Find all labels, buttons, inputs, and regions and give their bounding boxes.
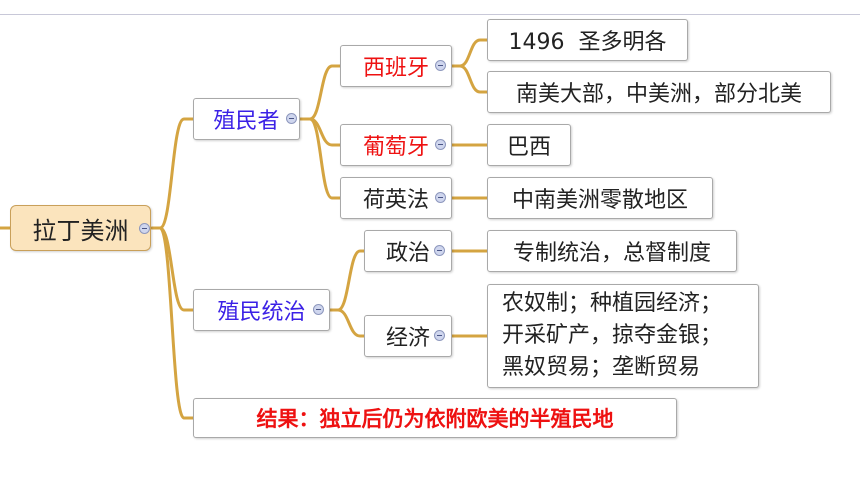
spain-label: 西班牙 (362, 56, 429, 81)
brazil-text: 巴西 (506, 135, 551, 160)
collapse-others-icon[interactable] (435, 192, 446, 203)
others-areas-text: 中南美洲零散地区 (511, 188, 688, 213)
economy-detail-line-2: 开采矿产，掠夺金银； (502, 323, 723, 348)
collapse-spain-icon[interactable] (435, 60, 446, 71)
rule-label: 殖民统治 (217, 300, 306, 325)
result-node[interactable]: 结果：独立后仍为依附欧美的半殖民地 (193, 398, 677, 438)
economy-detail-node[interactable]: 农奴制；种植园经济； 开采矿产，掠夺金银； 黑奴贸易；垄断贸易 (487, 284, 759, 388)
economy-detail-line-1: 农奴制；种植园经济； (502, 291, 723, 316)
collapse-colonizers-icon[interactable] (286, 113, 297, 124)
collapse-root-icon[interactable] (139, 223, 150, 234)
portugal-node[interactable]: 葡萄牙 (340, 124, 452, 166)
root-node[interactable]: 拉丁美洲 (10, 205, 151, 251)
root-label: 拉丁美洲 (32, 216, 129, 245)
politics-detail-node[interactable]: 专制统治，总督制度 (487, 230, 737, 272)
connector-spain-year (450, 38, 489, 68)
connector-spain-areas (458, 64, 489, 94)
others-node[interactable]: 荷英法 (340, 177, 452, 219)
spain-year-place-node[interactable]: 1496 圣多明各 (487, 19, 688, 61)
connector-rule-politics (328, 249, 366, 312)
others-label: 荷英法 (362, 188, 429, 213)
collapse-politics-icon[interactable] (434, 245, 445, 256)
colonizers-label: 殖民者 (213, 109, 280, 134)
spain-node[interactable]: 西班牙 (340, 45, 452, 87)
economy-node[interactable]: 经济 (364, 315, 452, 357)
spain-year-place-text: 1496 圣多明各 (508, 30, 667, 55)
connector-colonizers-spain (298, 64, 342, 121)
colonizers-node[interactable]: 殖民者 (193, 98, 300, 140)
result-label: 结果：独立后仍为依附欧美的半殖民地 (256, 407, 614, 431)
portugal-label: 葡萄牙 (362, 135, 429, 160)
connector-root-colonizers (150, 117, 195, 230)
others-areas-node[interactable]: 中南美洲零散地区 (487, 177, 713, 219)
connector-rule-economy (336, 308, 366, 338)
top-divider-line (0, 14, 860, 15)
spain-areas-node[interactable]: 南美大部，中美洲，部分北美 (487, 71, 831, 113)
collapse-economy-icon[interactable] (434, 330, 445, 341)
connector-colonizers-others (308, 117, 342, 200)
brazil-node[interactable]: 巴西 (487, 124, 571, 166)
politics-detail-text: 专制统治，总督制度 (512, 241, 711, 266)
collapse-rule-icon[interactable] (313, 304, 324, 315)
rule-node[interactable]: 殖民统治 (193, 289, 330, 331)
collapse-portugal-icon[interactable] (435, 139, 446, 150)
connector-root-result (158, 226, 195, 420)
economy-detail-line-3: 黑奴贸易；垄断贸易 (502, 355, 701, 380)
spain-areas-text: 南美大部，中美洲，部分北美 (515, 82, 802, 107)
economy-label: 经济 (385, 326, 430, 351)
politics-label: 政治 (385, 241, 430, 266)
